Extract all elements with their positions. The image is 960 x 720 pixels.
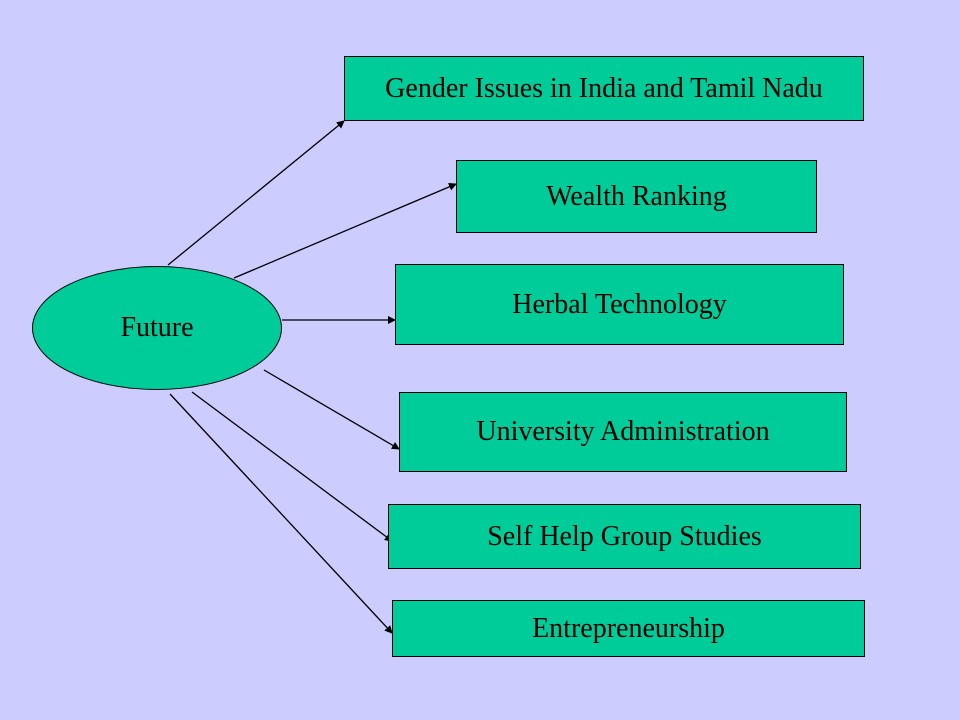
- topic-label: Self Help Group Studies: [487, 520, 762, 552]
- hub-label: Future: [120, 312, 194, 343]
- arrow-to-entrepreneurship: [169, 393, 393, 634]
- topic-label: Entrepreneurship: [532, 612, 725, 644]
- topic-label: Wealth Ranking: [546, 180, 727, 212]
- topic-label: University Administration: [476, 416, 770, 447]
- topic-gender-issues: Gender Issues in India and Tamil Nadu: [344, 56, 864, 121]
- arrow-to-self-help-group-studies: [191, 391, 393, 542]
- topic-wealth-ranking: Wealth Ranking: [456, 160, 817, 233]
- topic-label: Gender Issues in India and Tamil Nadu: [385, 72, 823, 104]
- topic-herbal-technology: Herbal Technology: [395, 264, 844, 345]
- topic-self-help-group-studies: Self Help Group Studies: [388, 504, 861, 569]
- arrow-to-university-administration: [263, 369, 400, 450]
- arrow-to-gender-issues: [167, 120, 345, 266]
- future-hub-ellipse: Future: [32, 266, 282, 390]
- topic-label: Herbal Technology: [512, 288, 727, 320]
- topic-entrepreneurship: Entrepreneurship: [392, 600, 865, 657]
- topic-university-administration: University Administration: [399, 392, 847, 472]
- arrow-to-wealth-ranking: [233, 183, 457, 279]
